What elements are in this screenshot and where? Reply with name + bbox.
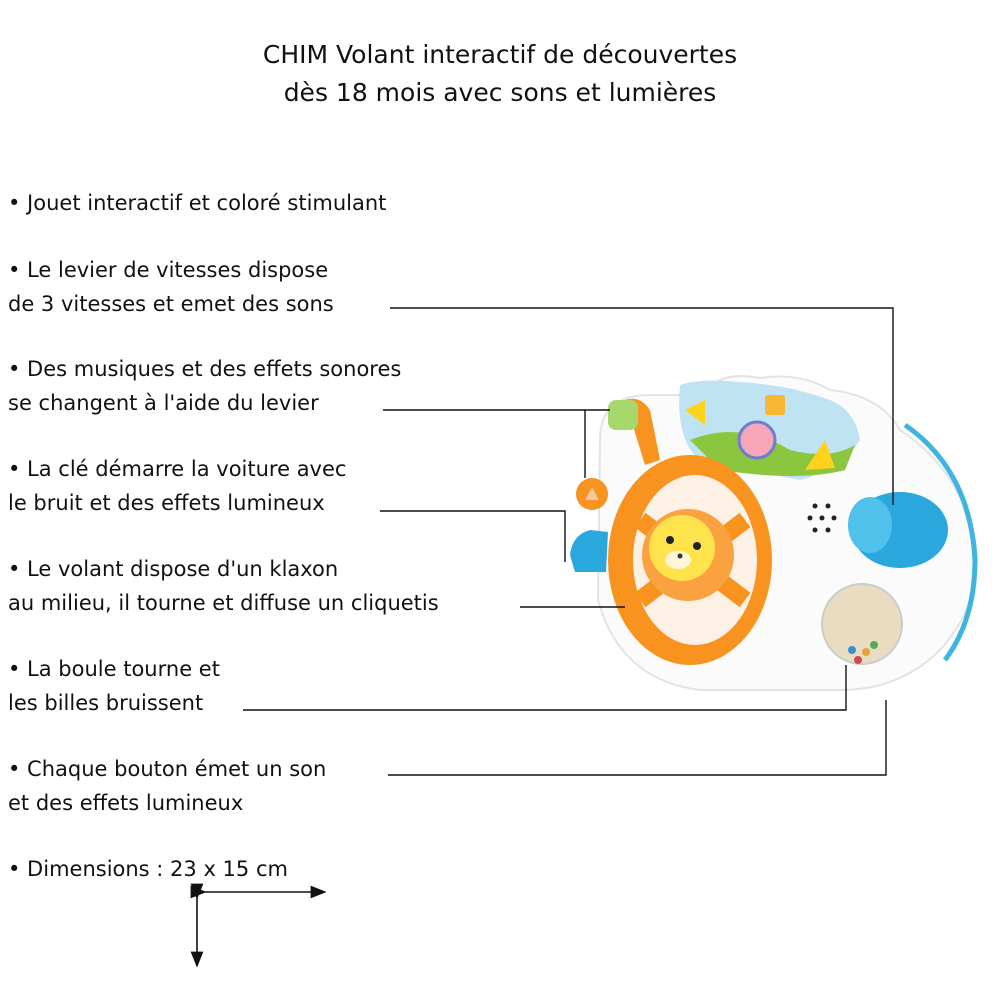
product-title: CHIM Volant interactif de découvertes dè…: [0, 36, 1000, 112]
leader-line-buttons: [388, 700, 887, 776]
feature-text: • La clé démarre la voiture avec: [8, 457, 347, 481]
feature-text: au milieu, il tourne et diffuse un cliqu…: [8, 591, 439, 615]
feature-colorful: • Jouet interactif et coloré stimulant: [8, 186, 386, 220]
leader-line-ball: [243, 665, 847, 711]
bear-face-icon: [649, 515, 715, 581]
feature-text: • Jouet interactif et coloré stimulant: [8, 191, 387, 215]
feature-text: • Le levier de vitesses dispose: [8, 258, 329, 282]
feature-text: • La boule tourne et: [8, 657, 220, 681]
lever-icon: [608, 400, 638, 430]
leader-line-gear: [390, 307, 894, 505]
feature-buttons: • Chaque bouton émet un son et des effets…: [8, 752, 326, 820]
title-line-1: CHIM Volant interactif de découvertes: [262, 40, 738, 69]
feature-text: de 3 vitesses et emet des sons: [8, 292, 334, 316]
key-icon: [570, 530, 608, 572]
feature-key: • La clé démarre la voiture avec le bruit…: [8, 452, 346, 520]
feature-text: • Chaque bouton émet un son: [8, 757, 327, 781]
feature-dimensions: • Dimensions : 23 x 15 cm: [8, 852, 288, 886]
yellow-button-icon: [685, 400, 705, 425]
title-line-2: dès 18 mois avec sons et lumières: [283, 78, 717, 107]
feature-steering-wheel: • Le volant dispose d'un klaxon au milieu…: [8, 552, 439, 620]
dimension-arrows: [190, 883, 327, 968]
yellow-button-icon: [805, 440, 835, 470]
leader-lines: [243, 307, 894, 776]
rattle-ball-icon: [821, 583, 903, 665]
leader-line-key: [380, 510, 566, 562]
feature-text: • Dimensions : 23 x 15 cm: [8, 857, 288, 881]
feature-ball: • La boule tourne et les billes bruissent: [8, 652, 220, 720]
feature-text: se changent à l'aide du levier: [8, 391, 319, 415]
feature-text: et des effets lumineux: [8, 791, 244, 815]
speaker-icon: [807, 503, 837, 533]
feature-music: • Des musiques et des effets sonores se c…: [8, 352, 401, 420]
feature-text: • Des musiques et des effets sonores: [8, 357, 402, 381]
toy-image: [570, 375, 978, 691]
feature-gear-lever: • Le levier de vitesses dispose de 3 vite…: [8, 253, 334, 321]
feature-text: le bruit et des effets lumineux: [8, 491, 325, 515]
feature-text: les billes bruissent: [8, 691, 204, 715]
feature-text: • Le volant dispose d'un klaxon: [8, 557, 339, 581]
